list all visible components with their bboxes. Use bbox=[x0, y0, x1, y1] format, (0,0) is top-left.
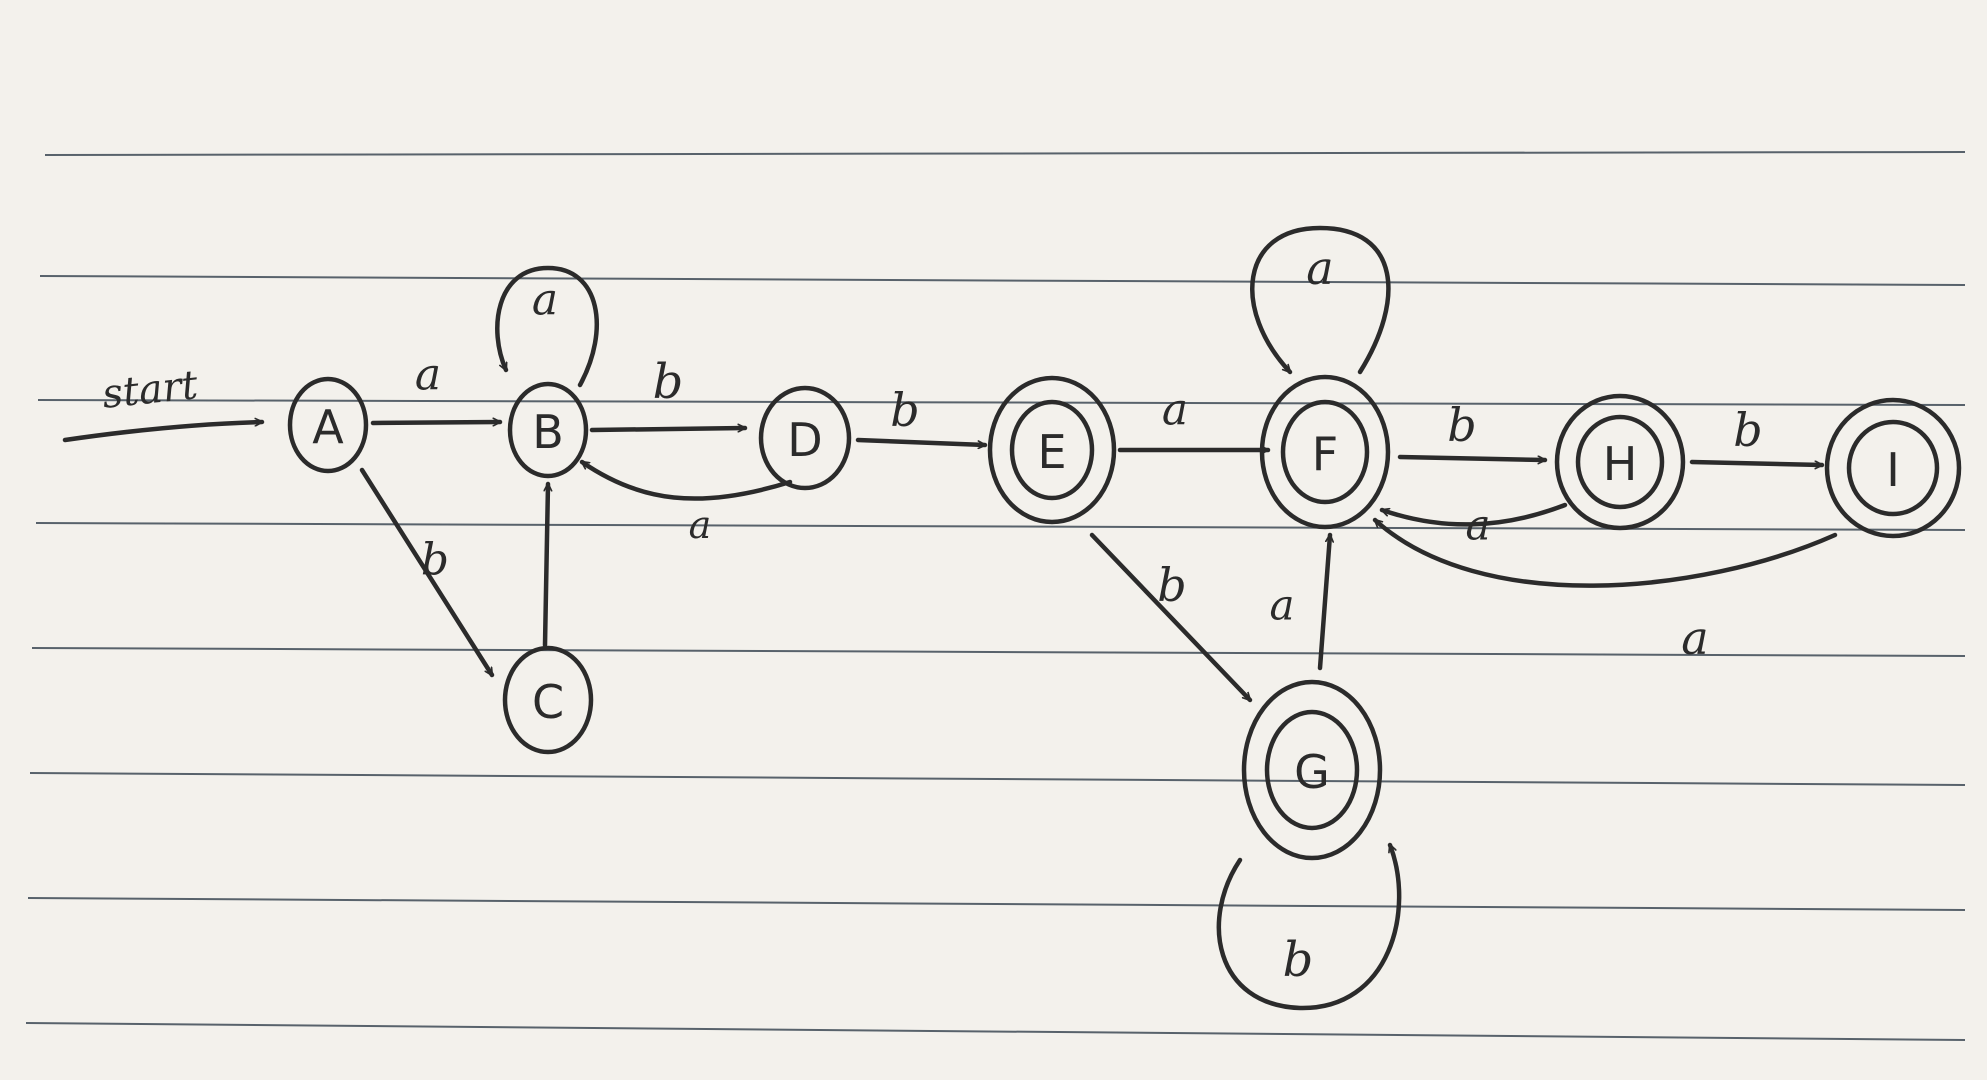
edge-a-to-c-label: b bbox=[421, 535, 449, 586]
edge-d-to-b-label: a bbox=[689, 503, 712, 547]
state-g: G bbox=[1241, 679, 1383, 861]
edge-a-to-b-label: a bbox=[415, 350, 441, 401]
edge-a-to-b bbox=[370, 422, 503, 423]
edge-h-to-i-label: b bbox=[1733, 403, 1762, 457]
state-c: C bbox=[502, 645, 594, 755]
edge-f-loop-label: a bbox=[1306, 241, 1333, 295]
ruled-line bbox=[31, 647, 1966, 657]
state-f: F bbox=[1259, 374, 1391, 530]
ruled-line bbox=[35, 522, 1966, 531]
state-i-label: I bbox=[1886, 443, 1900, 497]
state-h-label: H bbox=[1603, 437, 1638, 491]
edge-h-to-f-label: a bbox=[1465, 501, 1490, 550]
edge-d-to-e bbox=[855, 437, 988, 445]
edge-b-loop bbox=[495, 265, 599, 388]
start-arrow: start bbox=[62, 362, 265, 443]
ruled-line bbox=[29, 772, 1966, 786]
ruled-line bbox=[44, 151, 1966, 156]
edge-a-to-c bbox=[359, 467, 495, 678]
edge-b-loop-label: a bbox=[532, 275, 558, 326]
state-d: D bbox=[758, 385, 852, 491]
start-label: start bbox=[100, 362, 201, 418]
state-c-label: C bbox=[532, 675, 564, 729]
transitions: a b a b a b a b a b a b bbox=[359, 225, 1838, 1011]
edge-g-to-f bbox=[1317, 532, 1330, 671]
edge-e-to-g-label: b bbox=[1157, 558, 1186, 612]
ruled-line bbox=[27, 897, 1966, 911]
edge-i-to-f-label: a bbox=[1681, 611, 1708, 665]
edge-b-to-d-label: b bbox=[653, 354, 684, 410]
edge-c-to-b bbox=[542, 481, 548, 648]
edge-i-to-f bbox=[1372, 517, 1838, 588]
edge-f-loop bbox=[1250, 225, 1391, 375]
edge-b-to-d bbox=[589, 428, 748, 430]
edge-g-loop-label: b bbox=[1283, 932, 1314, 988]
states: A B C D E F G bbox=[287, 374, 1962, 861]
edge-d-to-b bbox=[579, 459, 793, 501]
state-i: I bbox=[1824, 397, 1962, 539]
edge-e-to-g bbox=[1089, 532, 1253, 703]
edge-e-to-f-label: a bbox=[1162, 385, 1188, 436]
edge-g-to-f-label: a bbox=[1269, 581, 1294, 630]
edge-g-loop bbox=[1216, 845, 1402, 1011]
state-a: A bbox=[287, 376, 369, 474]
state-d-label: D bbox=[787, 413, 822, 467]
state-e: E bbox=[987, 375, 1117, 525]
ruled-line bbox=[39, 275, 1966, 286]
ruled-lines bbox=[25, 151, 1966, 1041]
ruled-line bbox=[25, 1022, 1966, 1041]
state-b-label: B bbox=[532, 405, 564, 459]
state-g-label: G bbox=[1294, 745, 1330, 799]
state-h: H bbox=[1554, 393, 1686, 531]
edge-f-to-h-label: b bbox=[1447, 398, 1476, 452]
edge-h-to-i bbox=[1689, 459, 1825, 465]
state-e-label: E bbox=[1037, 425, 1066, 479]
edge-d-to-e-label: b bbox=[890, 383, 919, 437]
edge-f-to-h bbox=[1397, 454, 1548, 460]
edge-h-to-f bbox=[1382, 502, 1568, 527]
state-a-label: A bbox=[312, 400, 344, 454]
state-f-label: F bbox=[1312, 427, 1338, 481]
state-b: B bbox=[507, 381, 589, 479]
